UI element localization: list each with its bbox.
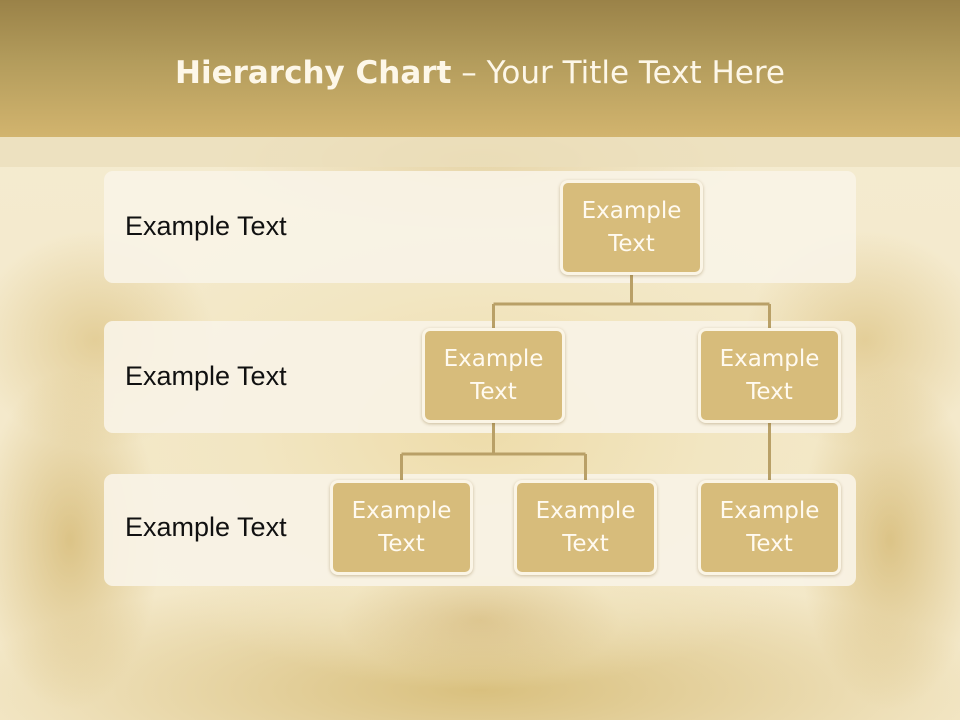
node-leaf-2[interactable]: Example Text	[514, 480, 657, 575]
node-mid-left[interactable]: Example Text	[422, 328, 565, 423]
node-mid-right[interactable]: Example Text	[698, 328, 841, 423]
node-leaf-1[interactable]: Example Text	[330, 480, 473, 575]
level-label-3[interactable]: Example Text	[125, 512, 287, 542]
connector-mid-left	[400, 423, 587, 480]
node-leaf-3[interactable]: Example Text	[698, 480, 841, 575]
level-label-2[interactable]: Example Text	[125, 361, 287, 391]
title-underband	[0, 137, 960, 167]
title-rest: – Your Title Text Here	[451, 55, 785, 91]
title-bold: Hierarchy Chart	[175, 55, 452, 91]
title-bar	[0, 0, 960, 137]
level-label-1[interactable]: Example Text	[125, 211, 287, 241]
slide-title[interactable]: Hierarchy Chart – Your Title Text Here	[0, 55, 960, 91]
node-root[interactable]: Example Text	[560, 180, 703, 275]
level-band-1	[104, 171, 856, 283]
connector-root	[492, 275, 771, 328]
